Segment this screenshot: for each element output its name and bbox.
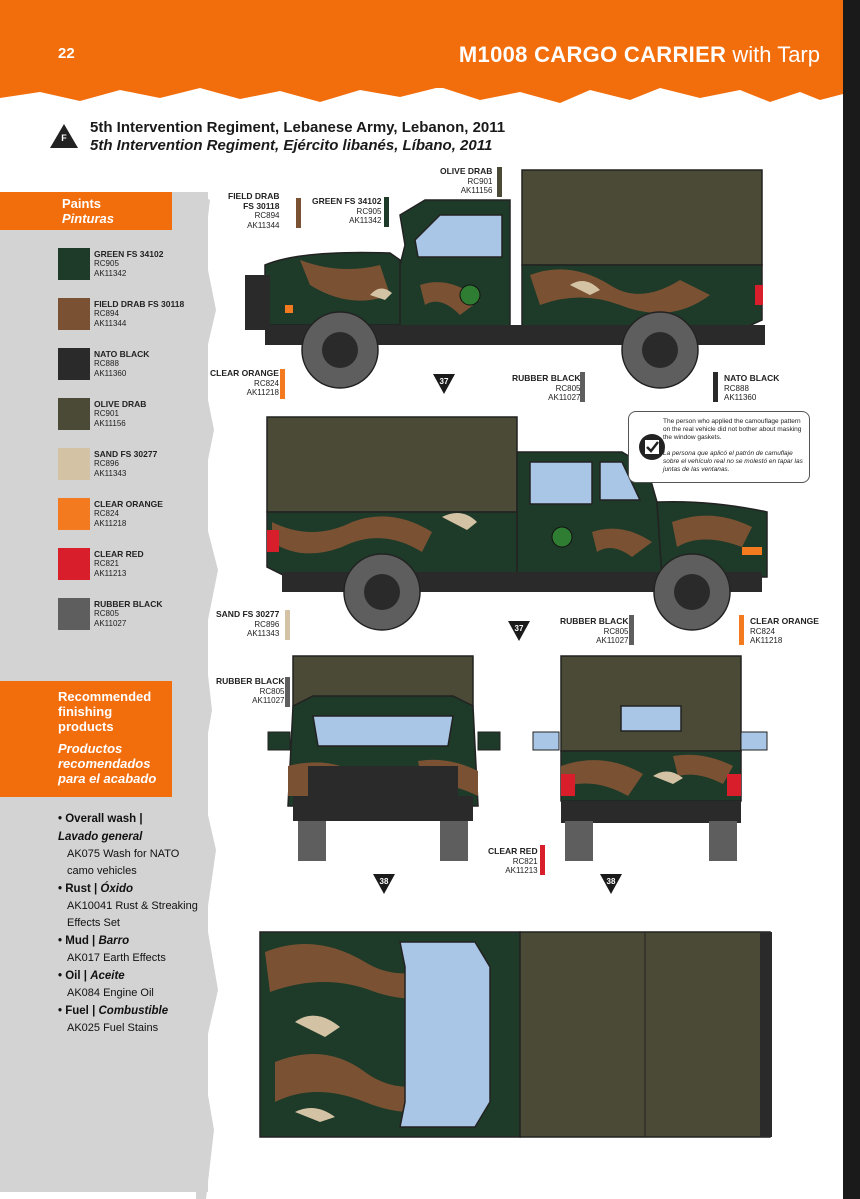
paint-swatch [58, 298, 90, 330]
swatch-bar [629, 615, 634, 645]
reference-marker [508, 621, 530, 641]
truck-left-side-view [245, 169, 765, 389]
page-title: M1008 CARGO CARRIER with Tarp [458, 42, 820, 67]
header-ragged-edge [0, 78, 843, 103]
reference-number: 37 [439, 377, 449, 386]
swatch-bar [580, 372, 585, 402]
paints-heading: Paints Pinturas [0, 192, 172, 230]
swatch-bar [739, 615, 744, 645]
swatch-bar [280, 369, 285, 399]
page-number: 22 [58, 45, 75, 62]
sidebar-ragged-edge [196, 192, 218, 1199]
swatch-bar [296, 198, 301, 228]
swatch-bar [713, 372, 718, 402]
reference-marker [600, 874, 622, 894]
swatch-bar [540, 845, 545, 875]
variant-letter: F [61, 133, 67, 143]
paint-swatch [58, 348, 90, 380]
finishing-heading: Recommended finishing products Productos… [0, 681, 172, 797]
paint-swatch [58, 498, 90, 530]
variant-badge [50, 124, 78, 148]
note-box: The person who applied the camouflage pa… [628, 411, 810, 483]
reference-marker [373, 874, 395, 894]
swatch-bar [285, 677, 290, 707]
swatch-bar [497, 167, 502, 197]
reference-number: 38 [379, 877, 389, 886]
reference-number: 38 [606, 877, 616, 886]
truck-top-view [259, 931, 772, 1138]
paint-swatch [58, 548, 90, 580]
truck-rear-view [532, 655, 768, 861]
scheme-title: 5th Intervention Regiment, Lebanese Army… [90, 119, 506, 154]
reference-number: 37 [514, 624, 524, 633]
checkbox-icon [639, 434, 665, 460]
truck-right-side-view [266, 416, 768, 631]
page-edge-bar [843, 0, 860, 1199]
swatch-bar [285, 610, 290, 640]
paint-swatch [58, 248, 90, 280]
paint-swatch [58, 598, 90, 630]
paint-swatch [58, 448, 90, 480]
header-bar [0, 0, 843, 88]
swatch-bar [384, 197, 389, 227]
paint-swatch [58, 398, 90, 430]
truck-front-view [267, 655, 501, 861]
reference-marker [433, 374, 455, 394]
